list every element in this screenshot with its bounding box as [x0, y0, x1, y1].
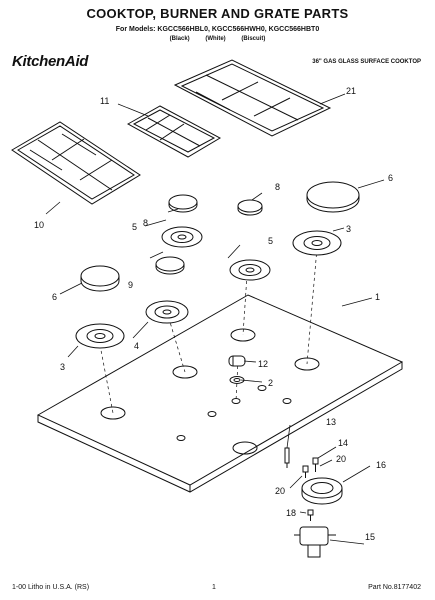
callout-4: 4 [134, 341, 139, 351]
burner-head-3-right [292, 230, 342, 256]
burner-base-16 [301, 477, 343, 505]
callout-18: 18 [286, 508, 296, 518]
burner-cap-6-left [80, 265, 120, 292]
callout-8-right: 8 [275, 182, 280, 192]
control-knob-12 [228, 355, 246, 367]
callout-11: 11 [100, 96, 109, 106]
grate-right-21 [173, 59, 332, 137]
product-subtitle: 36" GAS GLASS SURFACE COOKTOP [312, 59, 421, 65]
screw-14 [312, 457, 319, 472]
spark-electrode-13 [284, 447, 290, 468]
burner-cap-8-right [237, 199, 263, 216]
burner-head-3-left [75, 323, 125, 349]
callout-5-left: 5 [132, 222, 137, 232]
burner-cap-9 [155, 256, 185, 275]
model-colors: (Black) (White) (Biscuit) [169, 36, 266, 42]
burner-head-5-left [161, 226, 203, 248]
grate-middle-11 [126, 105, 222, 158]
callout-20-left: 20 [275, 486, 285, 496]
callout-2: 2 [268, 378, 273, 388]
screw-18 [307, 509, 314, 521]
footer-part-number: Part No.8177402 [368, 584, 421, 591]
callout-15: 15 [365, 532, 375, 542]
callout-3-left: 3 [60, 362, 65, 372]
callout-10: 10 [34, 220, 44, 230]
footer-page-number: 1 [212, 584, 216, 591]
callout-20-right: 20 [336, 454, 346, 464]
grate-left-10 [11, 121, 141, 205]
cooktop-glass-panel [36, 294, 404, 493]
callout-16: 16 [376, 460, 386, 470]
callout-5-right: 5 [268, 236, 273, 246]
burner-cap-6-right [306, 181, 360, 213]
callout-21: 21 [346, 86, 356, 96]
burner-cap-8-left [168, 194, 198, 213]
screw-20-upper [302, 465, 309, 478]
callout-1: 1 [375, 292, 380, 302]
callout-14: 14 [338, 438, 348, 448]
callout-8-left: 8 [143, 218, 148, 228]
callout-9: 9 [128, 280, 133, 290]
page-title: COOKTOP, BURNER AND GRATE PARTS [86, 6, 349, 21]
model-numbers: For Models: KGCC566HBL0, KGCC566HWH0, KG… [115, 26, 320, 33]
footer-litho: 1-00 Litho in U.S.A. (RS) [12, 584, 90, 591]
callout-3-right: 3 [346, 224, 351, 234]
callout-6-left: 6 [52, 292, 57, 302]
burner-head-5-right [229, 259, 271, 281]
callout-6-right: 6 [388, 173, 393, 183]
callout-12: 12 [258, 359, 268, 369]
brand-logo: KitchenAid [12, 53, 89, 70]
callout-13: 13 [326, 417, 336, 427]
orifice-holder-15 [294, 526, 336, 558]
burner-head-4 [145, 300, 189, 324]
